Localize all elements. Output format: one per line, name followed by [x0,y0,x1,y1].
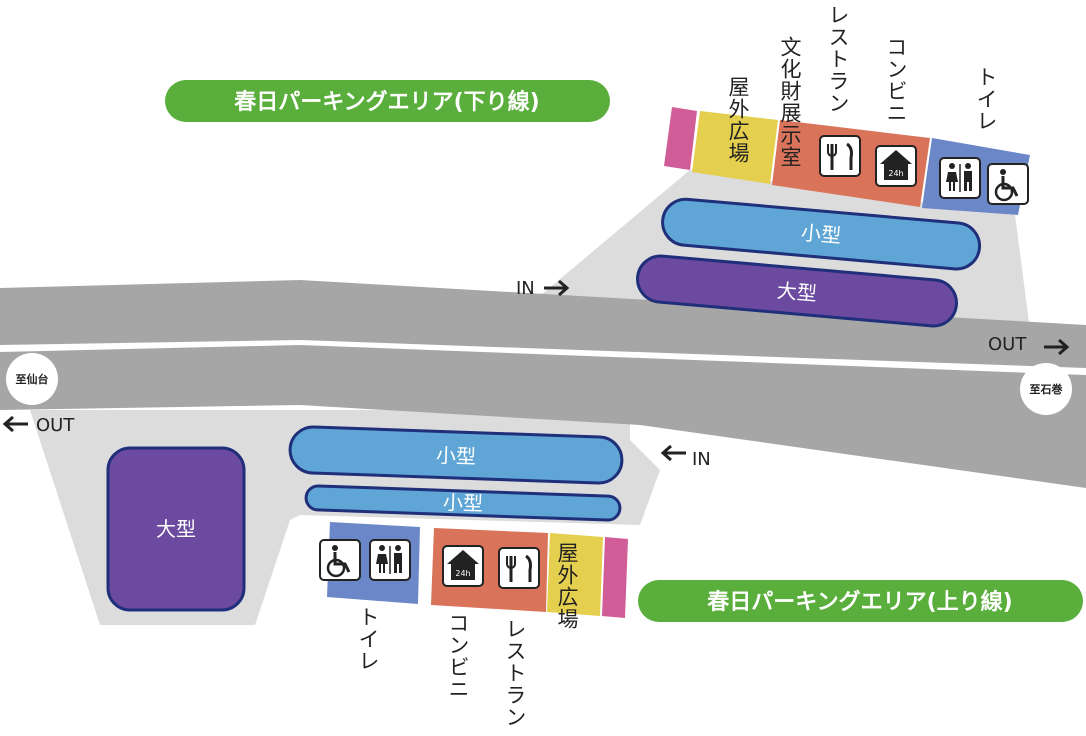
direction-badge-ishinomaki: 至石巻 [1020,363,1072,415]
down-parking-small-label: 小型 [800,220,842,247]
up-pink-block [602,537,628,618]
down-restroom-icon [939,157,981,199]
up-label-restaurant: レストラン [503,618,527,728]
up-exit-label: OUT [36,415,75,436]
up-entry-label: IN [692,449,711,470]
down-exit-label: OUT [988,334,1027,355]
up-wheelchair-icon [319,539,361,581]
down-wheelchair-icon [987,163,1029,205]
up-parking-large: 大型 [106,446,246,612]
up-label-convenience: コンビニ [446,612,470,700]
up-convenience-24h-label: 24h [455,569,470,578]
up-parking-small-2-label: 小型 [443,490,484,515]
down-label-cultural-exhibit: 文化財展示室 [778,36,802,168]
down-label-restaurant: レストラン [826,4,850,114]
down-pink-block [664,107,697,170]
up-label-outdoor-plaza: 屋外広場 [555,542,579,630]
down-area-title: 春日パーキングエリア(下り線) [234,89,539,115]
up-exit-arrow-icon [2,415,28,433]
up-entry-arrow-icon [660,444,686,462]
up-area-title-badge: 春日パーキングエリア(上り線) [638,580,1083,622]
down-label-outdoor-plaza: 屋外広場 [726,76,750,164]
up-label-toilet: トイレ [356,606,380,672]
direction-label-ishinomaki: 至石巻 [1030,382,1064,396]
down-restaurant-icon [819,135,861,177]
up-restaurant-icon [498,547,540,589]
up-plaza-block [547,533,603,616]
down-entry-arrow-icon [544,279,570,297]
direction-label-sendai: 至仙台 [16,372,49,386]
up-restroom-icon [369,539,411,581]
down-entry-label: IN [516,278,535,299]
highway-lower-lane [0,345,1086,488]
down-parking-large-label: 大型 [776,278,818,305]
down-parking-small: 小型 [661,197,982,271]
down-convenience-24h-label: 24h [888,169,903,178]
down-label-toilet: トイレ [974,66,998,132]
up-parking-small-2: 小型 [304,484,622,522]
direction-badge-sendai: 至仙台 [6,353,58,405]
up-parking-small-1: 小型 [288,425,624,485]
down-exit-arrow-icon [1044,338,1070,356]
down-parking-large: 大型 [636,254,958,328]
up-convenience-store-icon: 24h [442,545,484,587]
up-parking-large-label: 大型 [156,517,196,541]
down-label-convenience: コンビニ [884,36,908,124]
down-plaza-block [692,111,778,184]
highway-upper-lane [0,280,1086,368]
down-area-title-badge: 春日パーキングエリア(下り線) [165,80,610,122]
down-convenience-store-icon: 24h [875,145,917,187]
up-area-title: 春日パーキングエリア(上り線) [707,589,1012,615]
highway-divider-line [0,341,1086,374]
up-parking-small-1-label: 小型 [436,443,477,468]
